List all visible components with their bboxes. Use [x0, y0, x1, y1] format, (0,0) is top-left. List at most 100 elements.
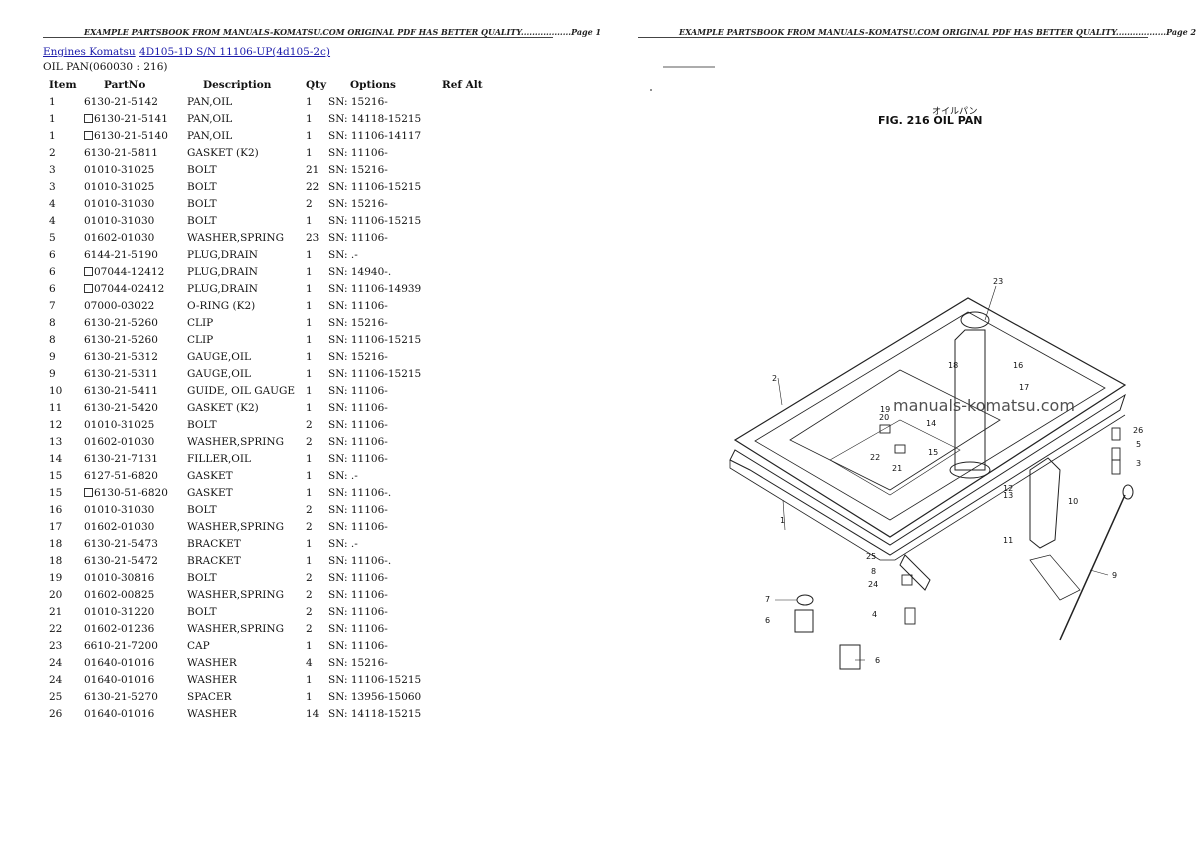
- cell-ref-alt: [442, 382, 483, 399]
- cell-partno-text: 6130-21-5140: [94, 129, 168, 142]
- callout-7: 7: [765, 595, 770, 604]
- cell-item: 9: [43, 365, 84, 382]
- cell-partno: 6130-21-5260: [84, 331, 187, 348]
- parts-table-header: Item PartNo Description Qty Options Ref …: [43, 76, 483, 93]
- cell-partno-text: 01640-01016: [84, 707, 155, 720]
- callout-16: 16: [1013, 361, 1023, 370]
- cell-options-text: SN: 11106-14939: [328, 282, 422, 295]
- cell-item-text: 18: [49, 537, 63, 550]
- cell-ref-alt: [442, 365, 483, 382]
- cell-qty-text: 14: [306, 707, 320, 720]
- callout-24: 24: [868, 580, 878, 589]
- callout-10: 10: [1068, 497, 1078, 506]
- cell-item-text: 20: [49, 588, 63, 601]
- cell-partno: 6130-21-5311: [84, 365, 187, 382]
- checkbox-icon[interactable]: [84, 283, 93, 293]
- cell-options: SN: 14940-.: [328, 263, 442, 280]
- cell-options: SN: 14118-15215: [328, 705, 442, 722]
- cell-qty-text: 1: [306, 537, 313, 550]
- cell-partno: 6130-51-6820: [84, 484, 187, 501]
- cell-ref-alt: [442, 450, 483, 467]
- cell-partno-text: 07000-03022: [84, 299, 155, 312]
- cell-options: SN: 15216-: [328, 314, 442, 331]
- cell-options-text: SN: 11106-: [328, 622, 388, 635]
- checkbox-icon[interactable]: [84, 487, 93, 497]
- cell-item-text: 9: [49, 367, 56, 380]
- cell-description: CAP: [187, 637, 306, 654]
- cell-qty-text: 2: [306, 503, 313, 516]
- cell-partno: 6130-21-5312: [84, 348, 187, 365]
- cell-qty: 1: [306, 688, 328, 705]
- cell-item-text: 19: [49, 571, 63, 584]
- callout-1: 1: [780, 516, 785, 525]
- cell-item-text: 3: [49, 163, 56, 176]
- cell-qty: 2: [306, 501, 328, 518]
- checkbox-icon[interactable]: [84, 266, 93, 276]
- parts-table: Item PartNo Description Qty Options Ref …: [43, 76, 483, 722]
- callout-13: 13: [1003, 491, 1013, 500]
- cell-ref-alt: [442, 467, 483, 484]
- cell-partno-text: 07044-02412: [94, 282, 165, 295]
- cell-qty: 1: [306, 552, 328, 569]
- cell-qty: 1: [306, 484, 328, 501]
- cell-qty: 1: [306, 212, 328, 229]
- cell-qty-text: 2: [306, 622, 313, 635]
- cell-partno: 07044-12412: [84, 263, 187, 280]
- cell-qty: 2: [306, 569, 328, 586]
- cell-description: WASHER: [187, 705, 306, 722]
- cell-ref-alt: [442, 416, 483, 433]
- cell-options-text: SN: 11106-: [328, 231, 388, 244]
- breadcrumb-link-model[interactable]: 4D105-1D S/N 11106-UP(4d105-2c): [139, 46, 331, 58]
- cell-options: SN: 11106-: [328, 501, 442, 518]
- cell-ref-alt: [442, 246, 483, 263]
- cell-options-text: SN: 11106-: [328, 520, 388, 533]
- cell-ref-alt: [442, 348, 483, 365]
- cell-options-text: SN: 15216-: [328, 350, 388, 363]
- cell-description-text: PLUG,DRAIN: [187, 265, 258, 278]
- o-ring: [796, 594, 814, 606]
- gasket-inner: [754, 311, 1106, 521]
- cell-description: GASKET: [187, 484, 306, 501]
- cell-options: SN: 11106-: [328, 637, 442, 654]
- cell-partno: 6130-21-5411: [84, 382, 187, 399]
- cell-options: SN: 11106-15215: [328, 178, 442, 195]
- cell-qty-text: 1: [306, 112, 313, 125]
- cell-partno-text: 01640-01016: [84, 673, 155, 686]
- cell-options: SN: 11106-14117: [328, 127, 442, 144]
- cell-partno: 01010-31220: [84, 603, 187, 620]
- cell-ref-alt: [442, 144, 483, 161]
- cell-qty: 1: [306, 467, 328, 484]
- cell-ref-alt: [442, 688, 483, 705]
- checkbox-icon[interactable]: [84, 113, 93, 123]
- cell-description: WASHER: [187, 654, 306, 671]
- cell-qty: 2: [306, 603, 328, 620]
- cell-qty-text: 1: [306, 690, 313, 703]
- cell-description: SPACER: [187, 688, 306, 705]
- cell-options-text: SN: 15216-: [328, 656, 388, 669]
- cell-item-text: 6: [49, 265, 56, 278]
- callout-2: 2: [772, 374, 777, 383]
- cell-qty-text: 2: [306, 418, 313, 431]
- cell-qty-text: 1: [306, 95, 313, 108]
- checkbox-icon[interactable]: [84, 130, 93, 140]
- cell-description: BRACKET: [187, 535, 306, 552]
- cell-options: SN: 15216-: [328, 195, 442, 212]
- breadcrumb-link-engines[interactable]: Engines Komatsu: [43, 46, 136, 58]
- gasket-outline: [733, 297, 1127, 538]
- cell-description-text: GASKET: [187, 469, 233, 482]
- cell-item: 21: [43, 603, 84, 620]
- callout-3: 3: [1136, 459, 1141, 468]
- cell-ref-alt: [442, 93, 483, 110]
- cell-options: SN: 11106-.: [328, 552, 442, 569]
- cell-partno-text: 6144-21-5190: [84, 248, 158, 261]
- cell-qty: 1: [306, 331, 328, 348]
